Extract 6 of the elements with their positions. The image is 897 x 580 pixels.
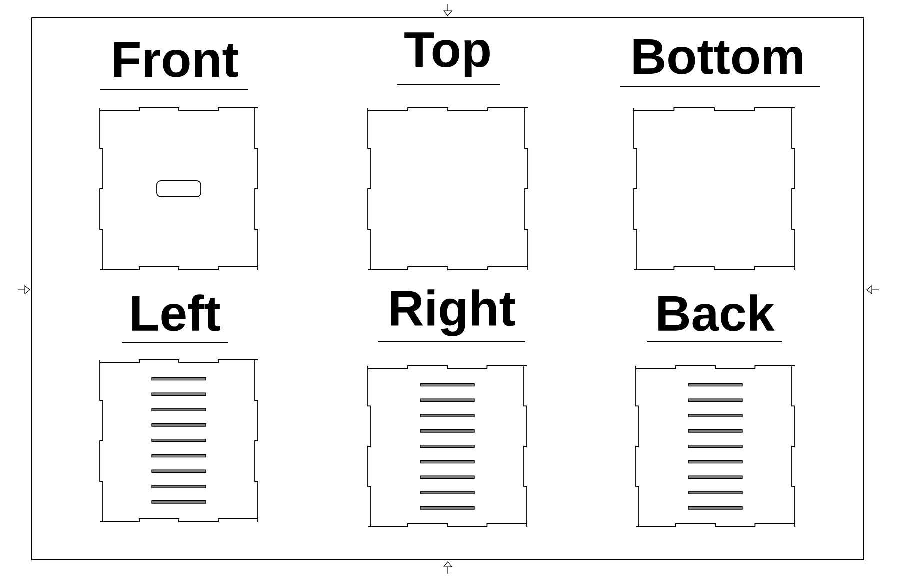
panel-title: Back: [658, 294, 775, 332]
panel-title: Front: [114, 42, 238, 78]
panel-title: Bottom: [634, 40, 802, 74]
panel-title: Right: [391, 290, 516, 336]
panel-title: Left: [132, 294, 220, 332]
panel-title: Top: [404, 32, 490, 78]
